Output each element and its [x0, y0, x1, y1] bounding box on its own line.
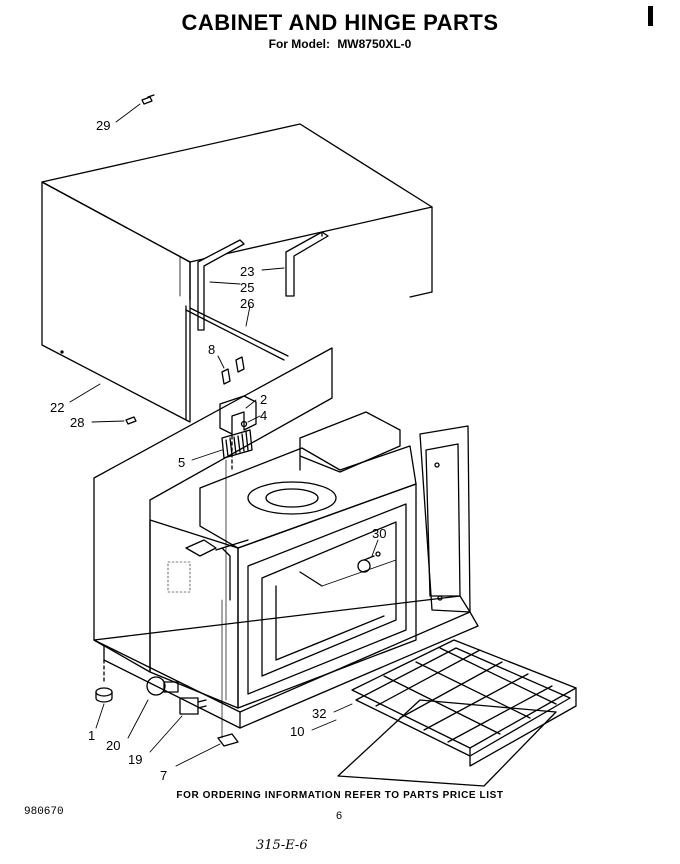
model-number: MW8750XL-0 — [337, 37, 412, 51]
callout-26: 26 — [240, 296, 254, 311]
callout-5: 5 — [178, 455, 185, 470]
callout-7: 7 — [160, 768, 167, 783]
model-prefix: For Model: — [268, 37, 330, 51]
callout-1: 1 — [88, 728, 95, 743]
callout-10: 10 — [290, 724, 304, 739]
callout-19: 19 — [128, 752, 142, 767]
handwritten-code: 315-E-6 — [256, 838, 308, 853]
callout-22: 22 — [50, 400, 64, 415]
hinge-parts — [95, 94, 381, 747]
wire-shelf — [337, 639, 577, 787]
document-number: 980670 — [24, 806, 64, 818]
callout-4: 4 — [260, 408, 267, 423]
rail-strips — [185, 231, 329, 421]
ordering-note: FOR ORDERING INFORMATION REFER TO PARTS … — [176, 790, 504, 801]
callout-23: 23 — [240, 264, 254, 279]
callout-25: 25 — [240, 280, 254, 295]
callout-28: 28 — [70, 415, 84, 430]
corner-mark — [648, 6, 653, 26]
callout-32: 32 — [312, 706, 326, 721]
leader-lines — [69, 103, 379, 767]
callout-8: 8 — [208, 342, 215, 357]
callout-labels: 29 23 25 26 8 2 4 5 22 28 30 32 10 1 20 … — [50, 118, 386, 783]
outer-cabinet — [41, 123, 433, 423]
callout-29: 29 — [96, 118, 110, 133]
page-number: 6 — [336, 810, 343, 822]
model-line: For Model: MW8750XL-0 — [0, 37, 680, 51]
chassis-frame — [93, 347, 479, 729]
callout-2: 2 — [260, 392, 267, 407]
callout-20: 20 — [106, 738, 120, 753]
page-title: CABINET AND HINGE PARTS — [181, 10, 499, 35]
callout-30: 30 — [372, 526, 386, 541]
